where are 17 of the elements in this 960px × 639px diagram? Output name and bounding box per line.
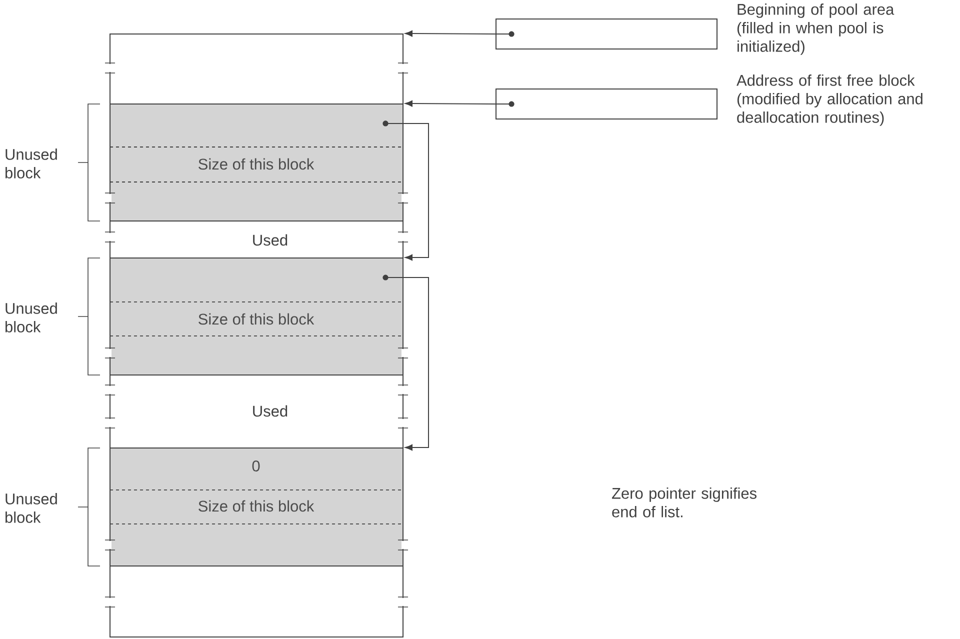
- bracket-label: Unused block: [6, 302, 57, 332]
- free-block: Size of this block: [110, 257, 404, 376]
- bracket-label: Unused block: [6, 493, 57, 523]
- arrow: [403, 277, 429, 451]
- free-block: 0 Size of this block: [110, 447, 404, 566]
- arrow: [405, 30, 496, 37]
- arrow: [405, 100, 496, 107]
- arrow: [403, 122, 429, 261]
- region-label: Used: [253, 234, 288, 246]
- bracket-label: Unused block: [6, 148, 57, 178]
- annotation: Address of first free block (modified by allocation and deallocation routines): [736, 74, 922, 126]
- note: Zero pointer signifies end of list.: [612, 488, 756, 518]
- pointer-box: [496, 18, 718, 50]
- pointer-box: [496, 88, 718, 120]
- free-block: Size of this block: [110, 104, 404, 222]
- annotation: Beginning of pool area (filled in when pool is initialized): [737, 4, 894, 55]
- region-label: Used: [253, 405, 288, 417]
